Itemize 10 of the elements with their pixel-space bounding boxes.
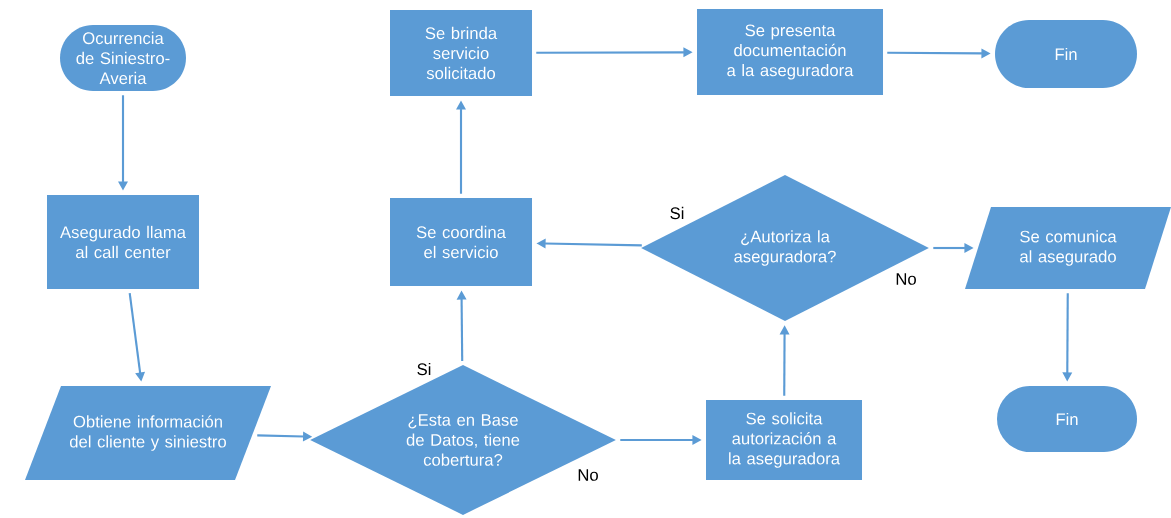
edge-label: No: [576, 467, 600, 483]
data-parallelogram: Se comunica al asegurado: [965, 207, 1171, 289]
process-box: Se brinda servicio solicitado: [390, 10, 532, 96]
process-box: Asegurado llama al call center: [47, 195, 199, 289]
process-box: Se solicita autorización a la aseguradora: [706, 400, 862, 480]
edge-label: Si: [668, 205, 686, 221]
data-parallelogram: Obtiene información del cliente y siniestro: [25, 386, 271, 480]
edge-label: No: [894, 271, 918, 287]
process-box: Se presenta documentación a la aseguradora: [697, 9, 883, 95]
process-box: Se coordina el servicio: [390, 198, 532, 286]
